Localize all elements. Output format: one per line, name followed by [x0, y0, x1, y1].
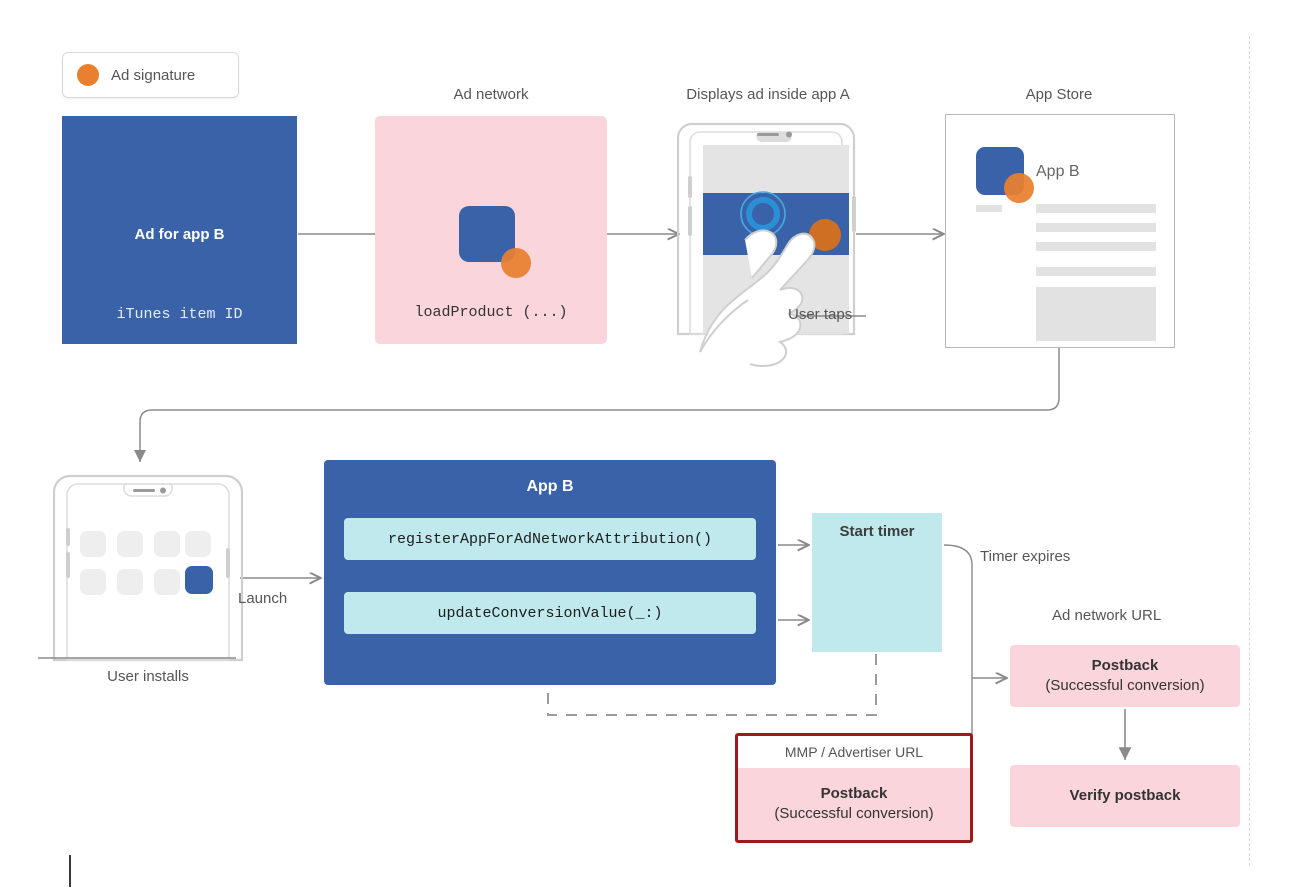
ad-signature-dot-icon [501, 248, 531, 278]
postback-ad-network-box: Postback (Successful conversion) [1010, 645, 1240, 707]
update-conversion-value-function-box: updateConversionValue(_:) [344, 592, 756, 634]
user-installs-label: User installs [107, 668, 189, 685]
verify-postback-title: Verify postback [1069, 786, 1181, 804]
app-b-panel: App B registerAppForAdNetworkAttribution… [324, 460, 776, 685]
legend-ad-signature: Ad signature [62, 52, 239, 98]
ad-signature-dot-icon [77, 64, 99, 86]
start-timer-box: Start timer [812, 513, 942, 652]
app-b-title: App B [526, 478, 574, 495]
ad-signature-dot-icon [1004, 173, 1034, 203]
displays-ad-caption: Displays ad inside app A [686, 86, 850, 103]
register-app-function-box: registerAppForAdNetworkAttribution() [344, 518, 756, 560]
mmp-postback-title: Postback [820, 784, 888, 802]
ad-for-app-b-box: Ad for app B iTunes item ID [62, 116, 297, 344]
ad-network-box: loadProduct (...) [375, 116, 607, 344]
postback-subtitle: (Successful conversion) [1045, 677, 1205, 694]
text-caret [69, 855, 71, 887]
ad-box-subtitle: iTunes item ID [116, 306, 243, 323]
legend-label: Ad signature [111, 66, 196, 84]
start-timer-label: Start timer [839, 523, 915, 540]
placeholder-block [1036, 287, 1156, 341]
launch-label: Launch [238, 590, 288, 607]
phone-a-illustration [676, 122, 866, 367]
mmp-advertiser-url-box: MMP / Advertiser URL Postback (Successfu… [735, 733, 973, 843]
app-store-caption: App Store [1025, 86, 1093, 103]
placeholder-bar [1036, 242, 1156, 251]
phone-b-illustration [38, 474, 244, 662]
load-product-code: loadProduct (...) [414, 304, 568, 321]
mmp-postback-subtitle: (Successful conversion) [774, 805, 934, 822]
page-edge-divider [1249, 36, 1250, 866]
placeholder-bar [976, 205, 1002, 212]
placeholder-bar [1036, 204, 1156, 213]
ad-network-url-label: Ad network URL [1052, 607, 1162, 624]
timer-expires-label: Timer expires [980, 548, 1071, 565]
postback-title: Postback [1091, 656, 1159, 674]
placeholder-bar [1036, 267, 1156, 276]
mmp-postback-body: Postback (Successful conversion) [738, 768, 970, 840]
ad-box-title: Ad for app B [134, 226, 225, 243]
user-taps-label: User taps [788, 306, 853, 323]
ad-network-caption: Ad network [453, 86, 529, 103]
app-store-panel: App B [945, 114, 1175, 348]
app-store-app-name: App B [1036, 163, 1080, 180]
placeholder-bar [1036, 223, 1156, 232]
verify-postback-box: Verify postback [1010, 765, 1240, 827]
mmp-header: MMP / Advertiser URL [784, 744, 924, 760]
